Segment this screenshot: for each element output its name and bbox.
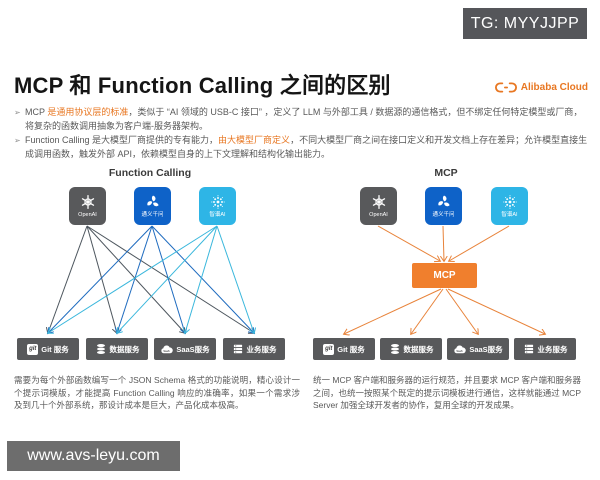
service-label: SaaS服务 <box>176 344 210 354</box>
service-label: 业务服务 <box>246 344 277 354</box>
bullet-fc-pre: Function Calling 是大模型厂商提供的专有能力， <box>25 135 219 145</box>
service-label: Git 服务 <box>337 344 365 354</box>
alibaba-cloud-brand: Alibaba Cloud <box>494 82 588 93</box>
model-label: 通义千问 <box>432 212 455 218</box>
model-label: 智谱AI <box>209 212 226 218</box>
left-service-saas: SaaS服务 <box>154 338 216 360</box>
saas-cloud-icon <box>453 343 466 356</box>
right-service-saas: SaaS服务 <box>447 338 509 360</box>
left-service-git: git Git 服务 <box>17 338 79 360</box>
function-calling-mesh <box>48 225 254 333</box>
bullet-mcp-post: ，类似于 “AI 领域的 USB-C 接口” ，定义了 LLM 与外部工具 / … <box>25 107 583 131</box>
service-label: SaaS服务 <box>469 344 503 354</box>
page-title: MCP 和 Function Calling 之间的区别 <box>14 73 391 98</box>
openai-logo-icon <box>371 194 387 210</box>
mcp-hub-box: MCP <box>412 263 477 288</box>
right-service-data: 数据服务 <box>380 338 442 360</box>
service-label: 数据服务 <box>109 344 140 354</box>
alibaba-cloud-bracket-icon <box>494 82 517 93</box>
bullet-mcp-highlight: 是通用协议层的标准 <box>47 107 129 117</box>
left-model-zhipu-ai: 智谱AI <box>199 187 236 225</box>
zhipu-ai-logo-icon <box>502 194 518 210</box>
database-icon <box>95 343 107 355</box>
model-label: OpenAI <box>78 212 97 218</box>
right-model-tongyi-qianwen: 通义千问 <box>425 187 462 225</box>
left-diagram-title: Function Calling <box>108 167 192 179</box>
bullet-mcp-pre: MCP <box>25 107 48 117</box>
left-service-business: 业务服务 <box>223 338 285 360</box>
service-label: 数据服务 <box>403 344 434 354</box>
right-service-git: git Git 服务 <box>313 338 375 360</box>
right-service-business: 业务服务 <box>514 338 576 360</box>
git-icon: git <box>323 343 335 355</box>
left-model-tongyi-qianwen: 通义千问 <box>134 187 171 225</box>
brand-name: Alibaba Cloud <box>520 82 588 93</box>
zhipu-ai-logo-icon <box>210 194 226 210</box>
telegram-watermark-text: TG: MYYJJPP <box>470 14 580 32</box>
left-service-data: 数据服务 <box>86 338 148 360</box>
server-stack-icon <box>523 343 535 355</box>
right-model-zhipu-ai: 智谱AI <box>491 187 528 225</box>
server-stack-icon <box>232 343 244 355</box>
git-icon: git <box>27 343 39 355</box>
intro-bullets: ➢ MCP 是通用协议层的标准，类似于 “AI 领域的 USB-C 接口” ，定… <box>14 106 588 162</box>
left-diagram-description: 需要为每个外部函数编写一个 JSON Schema 格式的功能说明，精心设计一个… <box>14 375 300 410</box>
bullet-arrow-icon: ➢ <box>14 136 21 145</box>
website-watermark: www.avs-leyu.com <box>7 441 180 471</box>
tongyi-qianwen-logo-icon <box>436 194 452 210</box>
right-model-openai: OpenAI <box>360 187 397 225</box>
bullet-fc-highlight: 由大模型厂商定义 <box>218 135 291 145</box>
service-label: Git 服务 <box>41 344 69 354</box>
right-diagram-description: 统一 MCP 客户端和服务器的运行规范，并且要求 MCP 客户端和服务器之间，也… <box>313 375 581 410</box>
service-label: 业务服务 <box>537 344 568 354</box>
telegram-watermark: TG: MYYJJPP <box>463 8 587 39</box>
model-label: 智谱AI <box>501 212 518 218</box>
bullet-arrow-icon: ➢ <box>14 108 21 117</box>
bullet-mcp: ➢ MCP 是通用协议层的标准，类似于 “AI 领域的 USB-C 接口” ，定… <box>14 106 588 133</box>
saas-cloud-icon <box>160 343 173 356</box>
model-label: 通义千问 <box>141 212 164 218</box>
database-icon <box>389 343 401 355</box>
left-model-openai: OpenAI <box>69 187 106 225</box>
mcp-hub-label: MCP <box>433 270 456 281</box>
openai-logo-icon <box>80 194 96 210</box>
mcp-hub-links <box>344 225 545 334</box>
website-watermark-text: www.avs-leyu.com <box>27 447 160 464</box>
tongyi-qianwen-logo-icon <box>145 194 161 210</box>
bullet-fc-post: ，不同大模型厂商之间在接口定义和开发文档上存在差异；允许模型直接生成调用函数，触… <box>25 135 588 159</box>
bullet-function-calling: ➢ Function Calling 是大模型厂商提供的专有能力，由大模型厂商定… <box>14 134 588 161</box>
model-label: OpenAI <box>369 212 388 218</box>
right-diagram-title: MCP <box>434 167 458 179</box>
